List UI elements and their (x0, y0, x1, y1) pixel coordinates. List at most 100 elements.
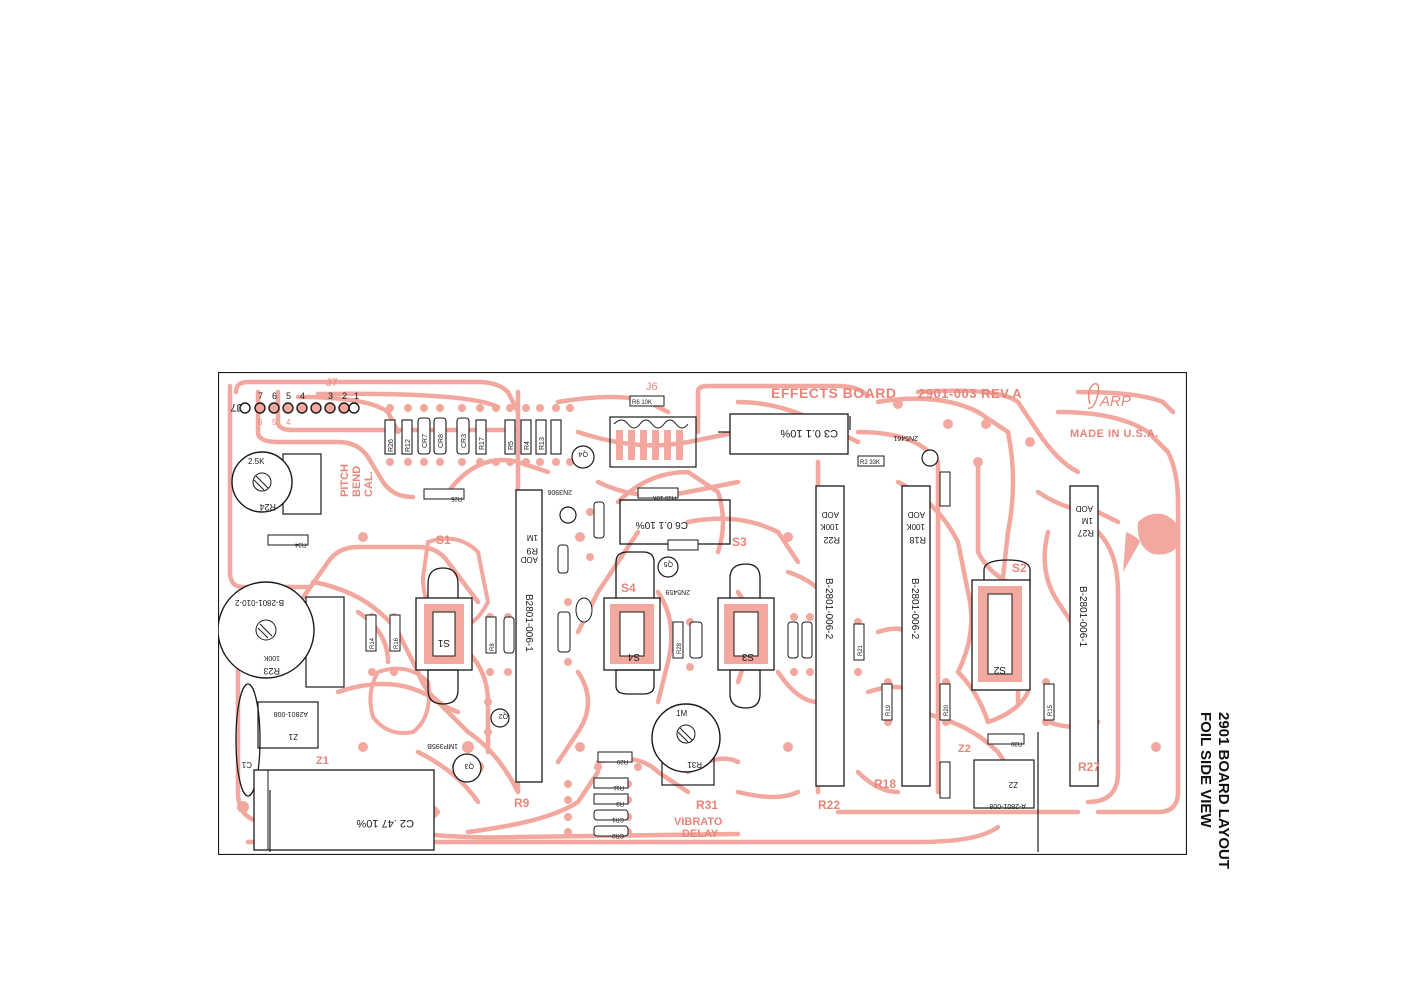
arp-logo-text: ARP (1099, 393, 1131, 410)
resistor-r13 (535, 419, 547, 455)
capacitor-c2: C2 .47 10% (253, 769, 435, 851)
label-r22-ref: R22 (823, 535, 840, 545)
pot-r23: B-2801-010-2 100K R23 (218, 581, 345, 688)
j7-pin-lower-4: 4 (286, 418, 291, 427)
label-r22-part: B-2801-006-2 (823, 578, 834, 640)
label-r27-bottom: R27 (1078, 760, 1100, 774)
resistor-row-top (384, 417, 562, 455)
label-cr8: CR8 (438, 434, 445, 448)
resistor-r15b (1043, 683, 1055, 721)
resistor-r15 (667, 539, 699, 551)
label-r9-taper: AOD (520, 555, 538, 564)
resistor-r26 (384, 419, 396, 455)
label-r22-taper: AOD (821, 510, 839, 519)
label-r12: R12 (405, 439, 412, 452)
label-c2: C2 .47 10% (356, 817, 414, 829)
label-r20: R20 (944, 704, 950, 716)
label-s2-top: S2 (1012, 561, 1027, 575)
ic-z2: Z2 Z2 A-2801-008 (958, 743, 1035, 809)
label-r24: R24 (259, 502, 276, 512)
j7-pin-lower-5: 5 (272, 418, 277, 427)
resistor-r2 (857, 455, 885, 467)
connector-j7: J7 J7 7 6 5 4 3 2 1 6 5 4 (230, 377, 360, 427)
label-r18-taper: AOD (907, 510, 925, 519)
capacitor-c3: C3 0.1 10% (729, 413, 849, 455)
label-r18-part: B-2801-006-2 (909, 578, 920, 640)
diode-cr12 (593, 501, 605, 539)
connector-j6: J6 R6 10K (609, 381, 697, 468)
transistor-q6: 2N5461 (893, 434, 939, 467)
switch-s3: S3 S3 (717, 535, 775, 709)
switch-s2: S2 S2 (971, 559, 1031, 691)
diode-cr4 (801, 621, 813, 659)
label-ic-top: 2N3906 (547, 488, 572, 495)
pitch-bend-cal-label: PITCH BEND CAL. (339, 464, 375, 497)
diode-cr2 (593, 825, 629, 837)
label-cr3: CR3 (461, 434, 468, 448)
label-q2: Q2 (499, 712, 508, 719)
label-r5: R5 (508, 441, 515, 450)
label-q5: Q5 (664, 560, 673, 567)
diode-cr11 (557, 611, 571, 653)
label-z1-inner: Z1 (288, 732, 298, 741)
pot-r27: AOD 1M R27 B-2801-006-1 R27 (1069, 485, 1100, 787)
label-r22-value: 100K (820, 522, 839, 531)
resistor-r4 (520, 419, 532, 455)
label-r23-value: 100K (263, 654, 280, 661)
label-q4: Q4 (579, 450, 588, 457)
label-r22-bottom: R22 (818, 798, 840, 812)
resistor-r19 (881, 683, 893, 721)
j7-silk-label: J7 (230, 401, 242, 413)
resistor-r5 (504, 419, 516, 455)
board-title: EFFECTS BOARD (771, 385, 897, 401)
arp-logo: ARP (1087, 383, 1131, 410)
j7-pin-6: 6 (272, 391, 277, 401)
label-r9-part: B2801-006-1 (523, 594, 534, 652)
resistor-r25 (423, 488, 465, 500)
resistor-r6 (629, 395, 665, 407)
label-r15: R15 (1048, 704, 1054, 716)
label-z2: Z2 (958, 743, 971, 755)
bend-label: BEND (351, 466, 363, 497)
capacitor-c7 (575, 597, 593, 623)
label-q5-part: 2N5459 (665, 588, 690, 595)
label-r18-bottom: R18 (874, 777, 896, 791)
label-r26: R26 (388, 439, 395, 452)
label-r34: R34 (294, 541, 306, 547)
resistor-r29 (597, 751, 633, 763)
cal-label: CAL. (363, 471, 375, 497)
resistor-r14 (365, 614, 377, 652)
made-in-usa: MADE IN U.S.A. (1070, 428, 1159, 440)
label-s1-top: S1 (436, 533, 451, 547)
pot-r24: 2.5K R24 (231, 451, 322, 515)
jumper-wires (269, 416, 1039, 852)
resistor-r28 (672, 621, 684, 659)
label-r4: R4 (524, 441, 531, 450)
label-r25: R25 (450, 495, 462, 501)
j7-label: J7 (326, 377, 338, 389)
label-s4: S4 (627, 651, 640, 662)
resistor-r13b (550, 419, 562, 455)
ic-z1: A2801-008 Z1 Z1 (257, 701, 329, 767)
pot-r31: 1M R31 R31 VIBRATO DELAY (651, 703, 723, 840)
label-r27-part: B-2801-006-1 (1077, 586, 1088, 648)
resistor-r34 (267, 534, 309, 546)
capacitor-c1: C1 (235, 683, 261, 797)
label-r18-value: 100K (906, 522, 925, 531)
transistor-q3: Q3 1MP395B (427, 742, 482, 783)
pcb-layout-diagram: J7 J7 7 6 5 4 3 2 1 6 5 4 R26 R12 CR7 (218, 372, 1187, 855)
sheet-title-line2: FOIL SIDE VIEW (1197, 712, 1214, 828)
label-ic-q3: 1MP395B (427, 742, 458, 749)
label-z1: Z1 (316, 755, 329, 767)
label-r8: R8 (490, 643, 496, 651)
label-r2: R2 33K (860, 460, 880, 466)
sheet-title-line1: 2901 BOARD LAYOUT (1215, 712, 1232, 869)
diode-cr6 (503, 616, 515, 654)
label-cr7: CR7 (422, 434, 429, 448)
label-r21: R21 (858, 644, 864, 656)
label-cr1: CR1 (611, 816, 624, 822)
board-part-number: 2901-003 REV.A (918, 386, 1022, 401)
pot-r9: AOD 1M R9 B2801-006-1 R9 (514, 489, 543, 810)
transistor-q1: 2N3906 (547, 488, 577, 524)
label-r16: R16 (394, 637, 400, 649)
